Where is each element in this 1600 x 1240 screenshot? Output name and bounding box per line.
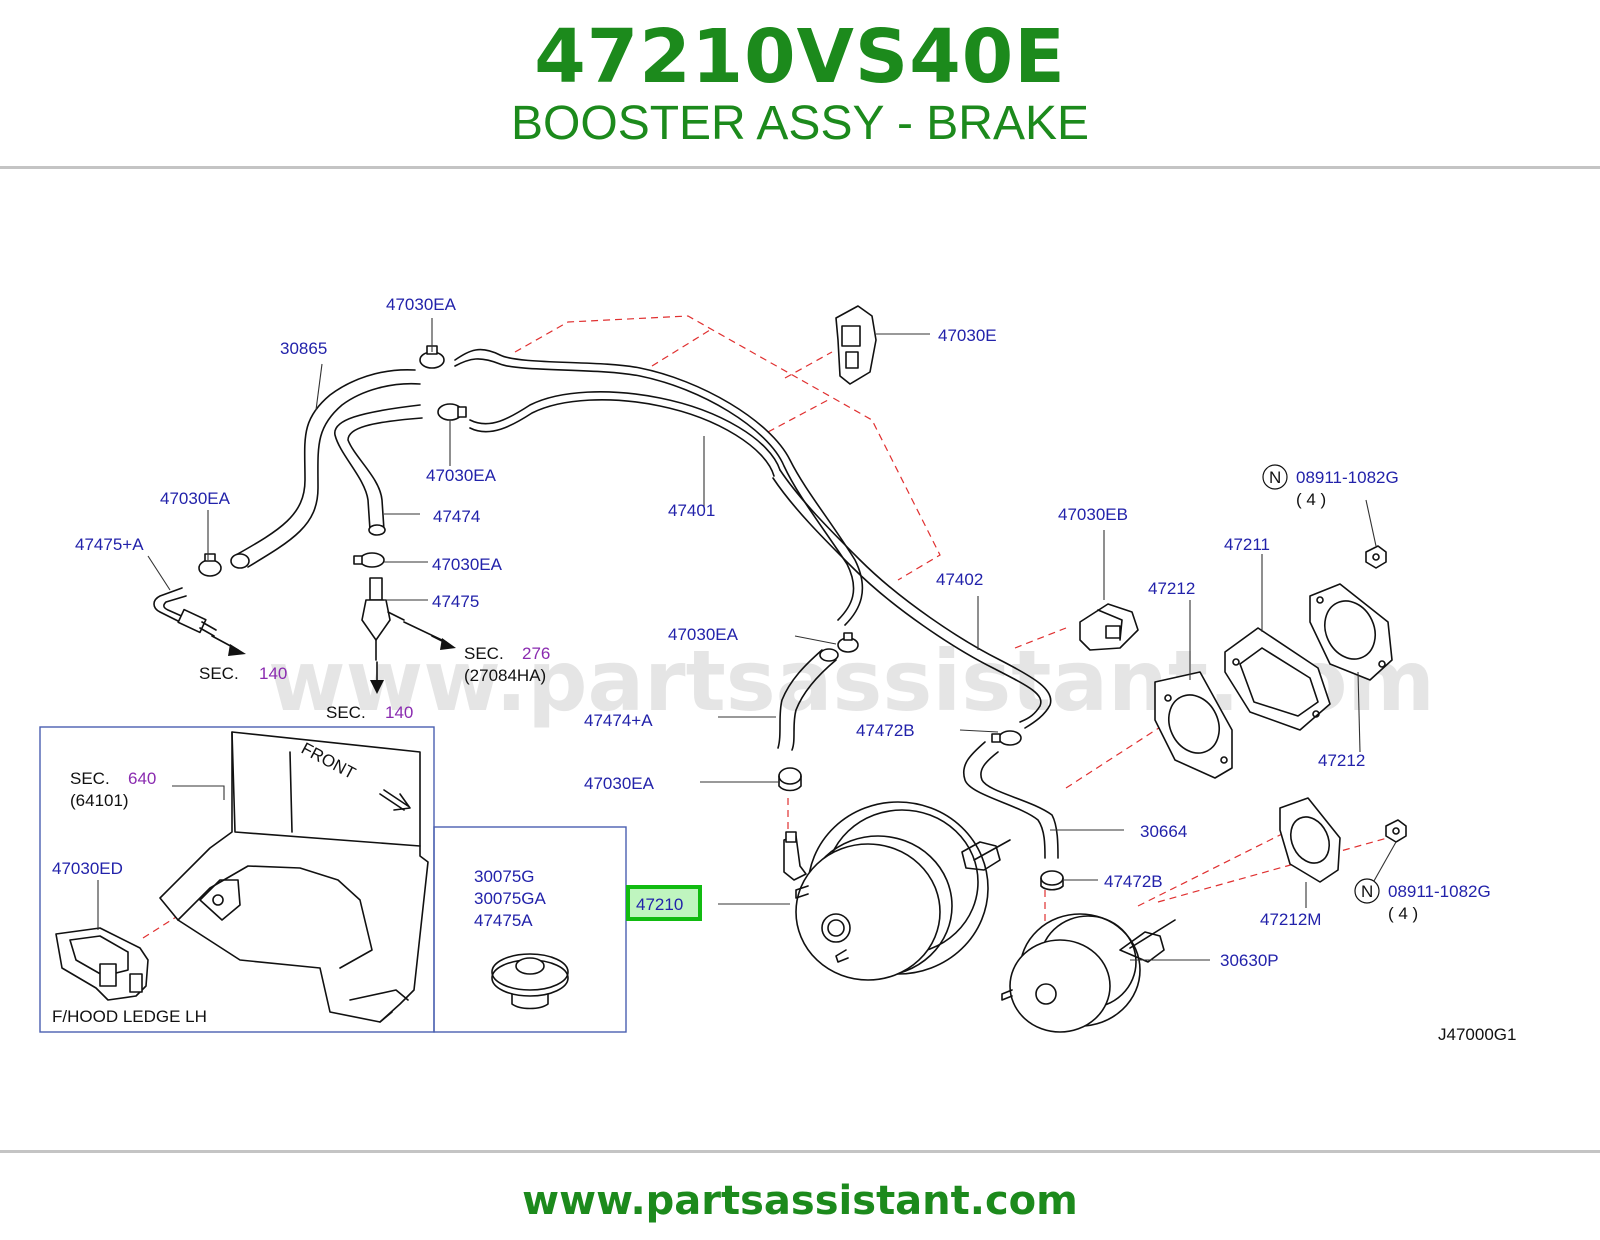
gasket-47212M	[1279, 797, 1341, 883]
callout-47030EA-lower[interactable]: 47030EA	[584, 774, 655, 793]
check-valve-47475A	[153, 587, 217, 637]
clamps	[198, 345, 1064, 891]
sec-140-left-number[interactable]: 140	[259, 664, 287, 683]
callout-47475[interactable]: 47475	[432, 592, 479, 611]
diagram-code: J47000G1	[1438, 1025, 1516, 1044]
tube-47402	[772, 469, 1052, 729]
callout-47030ED[interactable]: 47030ED	[52, 859, 123, 878]
check-valve-47475	[361, 577, 405, 661]
sec-640-subref: (64101)	[70, 791, 129, 810]
part-number-title: 47210VS40E	[534, 14, 1066, 100]
note-n-circle-top	[1262, 464, 1288, 490]
plate-47211	[1224, 627, 1331, 731]
section-arrows	[211, 621, 456, 694]
callout-30865[interactable]: 30865	[280, 339, 327, 358]
nut-bottom	[1385, 819, 1407, 843]
sec-276-number[interactable]: 276	[522, 644, 550, 663]
hose-47474A	[777, 648, 839, 751]
highlight-box-47210	[626, 885, 702, 921]
brake-booster-30630P	[1001, 913, 1176, 1033]
sec-140-left-label: SEC.	[199, 664, 239, 683]
tube-47401	[454, 348, 864, 626]
footer-url[interactable]: www.partsassistant.com	[522, 1178, 1078, 1224]
gasket-47212-left	[1154, 671, 1233, 779]
callout-47030EA-mid[interactable]: 47030EA	[426, 466, 497, 485]
sec-276-label: SEC.	[464, 644, 504, 663]
hose-30664	[963, 741, 1059, 859]
callout-47474[interactable]: 47474	[433, 507, 480, 526]
leader-lines	[97, 318, 1397, 961]
header: 47210VS40E BOOSTER ASSY - BRAKE	[0, 0, 1600, 168]
callout-47030EA-right[interactable]: 47030EA	[668, 625, 739, 644]
callout-47030E[interactable]: 47030E	[938, 326, 997, 345]
callout-30630P[interactable]: 30630P	[1220, 951, 1279, 970]
callout-labels: 47030EA 30865 47030E 47030EA 47030EA 474…	[52, 295, 1516, 1044]
callout-47475A[interactable]: 47475+A	[75, 535, 144, 554]
callout-47472B-top[interactable]: 47472B	[856, 721, 915, 740]
sec-276-subref: (27084HA)	[464, 666, 546, 685]
qty-08911-bottom: ( 4 )	[1388, 904, 1418, 923]
callout-47212-left[interactable]: 47212	[1148, 579, 1195, 598]
qty-08911-top: ( 4 )	[1296, 490, 1326, 509]
hose-30865	[230, 369, 421, 569]
callout-47210-highlighted[interactable]: 47210	[636, 895, 683, 914]
sec-140-mid-number[interactable]: 140	[385, 703, 413, 722]
callout-47212-right[interactable]: 47212	[1318, 751, 1365, 770]
callout-47401[interactable]: 47401	[668, 501, 715, 520]
part-name-subtitle: BOOSTER ASSY - BRAKE	[511, 97, 1089, 150]
inset-hood-ledge	[39, 726, 435, 1033]
callout-47030EA-clamp[interactable]: 47030EA	[432, 555, 503, 574]
callout-47402[interactable]: 47402	[936, 570, 983, 589]
inset-grommet-box	[433, 826, 627, 1033]
callout-30075G[interactable]: 30075G	[474, 867, 535, 886]
nut-top	[1365, 545, 1387, 569]
callout-30664[interactable]: 30664	[1140, 822, 1187, 841]
callout-47030EA-left[interactable]: 47030EA	[160, 489, 231, 508]
callout-30075GA[interactable]: 30075GA	[474, 889, 546, 908]
callout-08911-1082G-top[interactable]: 08911-1082G	[1296, 468, 1399, 487]
hose-47474	[334, 404, 423, 536]
callout-47030EA-top[interactable]: 47030EA	[386, 295, 457, 314]
inset-location-label: F/HOOD LEDGE LH	[52, 1007, 207, 1026]
note-n-circle-bottom	[1354, 878, 1380, 904]
note-n-top: N	[1269, 468, 1281, 487]
gasket-47212-right	[1309, 583, 1393, 681]
callout-47030EB[interactable]: 47030EB	[1058, 505, 1128, 524]
callout-08911-1082G-bottom[interactable]: 08911-1082G	[1388, 882, 1491, 901]
callout-47212M[interactable]: 47212M	[1260, 910, 1321, 929]
note-n-bottom: N	[1361, 882, 1373, 901]
callout-47211[interactable]: 47211	[1224, 535, 1270, 554]
sec-140-mid-label: SEC.	[326, 703, 366, 722]
top-divider	[0, 166, 1600, 169]
callout-47474A[interactable]: 47474+A	[584, 711, 653, 730]
bottom-divider	[0, 1150, 1600, 1153]
callout-47475A-box[interactable]: 47475A	[474, 911, 533, 930]
sec-640-number[interactable]: 640	[128, 769, 156, 788]
bracket-47030E	[835, 305, 877, 385]
grommet-30075G	[491, 953, 569, 1010]
bracket-47030EB	[1079, 603, 1139, 651]
brake-booster-47210	[783, 801, 1011, 981]
sec-640-label: SEC.	[70, 769, 110, 788]
callout-47472B-bottom[interactable]: 47472B	[1104, 872, 1163, 891]
